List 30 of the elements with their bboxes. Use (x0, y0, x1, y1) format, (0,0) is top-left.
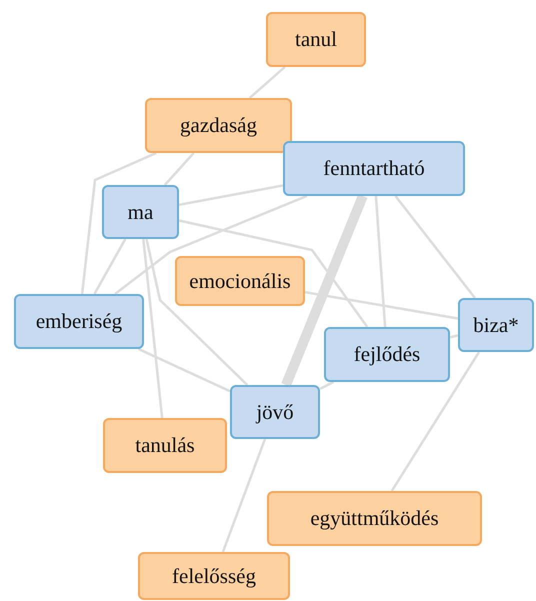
connector-line (394, 195, 476, 299)
keyword-box: tanul (266, 12, 366, 67)
keyword-box: jövő (230, 385, 320, 439)
keyword-box: biza* (458, 298, 534, 352)
connector-line (142, 238, 164, 418)
connector-line (164, 152, 195, 186)
keyword-box: gazdaság (145, 98, 292, 153)
keyword-box: együttműködés (267, 491, 482, 546)
connector-line (374, 196, 386, 328)
connector-line (319, 380, 334, 390)
connector-line (222, 438, 266, 552)
connector-line (304, 290, 458, 320)
keyword-box: fenntartható (283, 141, 465, 196)
keyword-box: fejlődés (324, 327, 450, 382)
connector-line (178, 219, 368, 328)
connector-line (114, 194, 308, 295)
keyword-box: emocionális (175, 256, 305, 306)
connector-line (281, 194, 368, 387)
connector-line (390, 351, 480, 492)
connector-line (145, 238, 248, 386)
connector-line (80, 152, 157, 294)
connector-line (178, 184, 284, 206)
keyword-box: emberiség (14, 294, 144, 349)
connector-line (138, 348, 231, 392)
keyword-box: tanulás (103, 418, 227, 473)
connector-line (93, 238, 126, 295)
connector-line (248, 66, 286, 99)
keyword-box: felelősség (138, 552, 290, 600)
connector-line (450, 334, 458, 339)
keyword-box: ma (102, 185, 179, 239)
